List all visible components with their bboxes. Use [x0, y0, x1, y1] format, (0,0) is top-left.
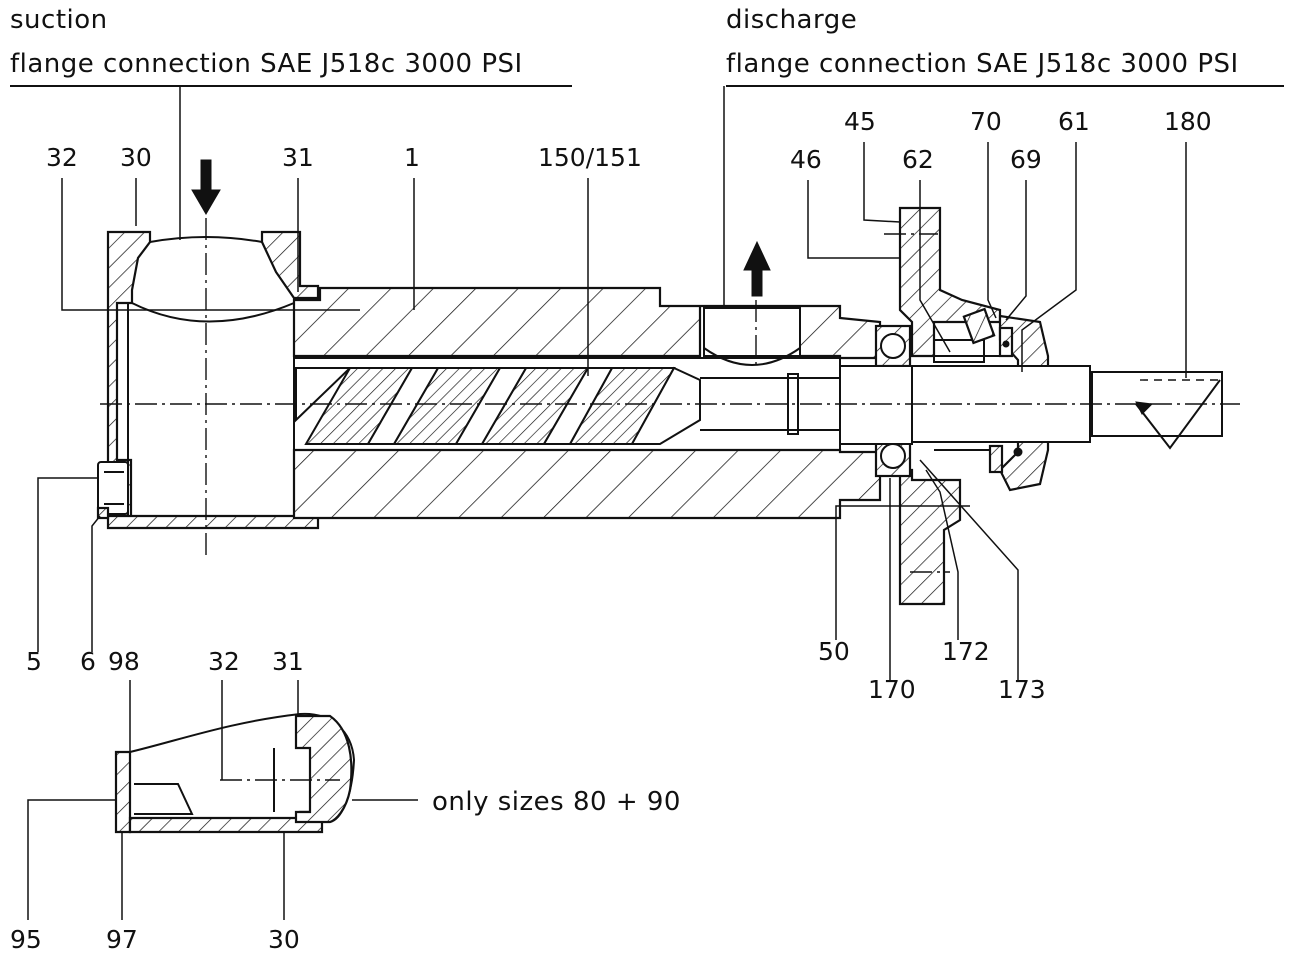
drive-shaft	[911, 365, 1223, 450]
pump-casing	[292, 286, 882, 520]
label-31: 31	[282, 143, 314, 172]
discharge-title: discharge	[726, 5, 857, 35]
shaft-seal	[933, 307, 1023, 474]
suction-arrow-icon	[191, 159, 221, 215]
label-61: 61	[1058, 107, 1090, 136]
label-1: 1	[404, 143, 420, 172]
detail-label-30: 30	[268, 925, 300, 954]
label-6: 6	[80, 647, 96, 676]
label-46: 46	[790, 145, 822, 174]
label-173: 173	[998, 675, 1046, 704]
label-30: 30	[120, 143, 152, 172]
label-5: 5	[26, 647, 42, 676]
detail-label-31: 31	[272, 647, 304, 676]
label-180: 180	[1164, 107, 1212, 136]
plug-and-seal	[96, 461, 129, 520]
flow-arrows	[191, 159, 771, 297]
label-170: 170	[868, 675, 916, 704]
leader-lines	[37, 142, 1187, 680]
label-45: 45	[844, 107, 876, 136]
label-70: 70	[970, 107, 1002, 136]
discharge-arrow-icon	[743, 240, 771, 297]
detail-note: only sizes 80 + 90	[432, 787, 681, 817]
label-32: 32	[46, 143, 78, 172]
suction-flange-spec: flange connection SAE J518c 3000 PSI	[10, 49, 523, 79]
detail-labels: 98 32 31 95 97 30 only sizes 80 + 90	[10, 647, 681, 954]
label-62: 62	[902, 145, 934, 174]
detail-view	[114, 712, 356, 834]
centerlines	[100, 218, 1240, 573]
detail-label-97: 97	[106, 925, 138, 954]
detail-leaders	[27, 680, 418, 920]
label-69: 69	[1010, 145, 1042, 174]
label-172: 172	[942, 637, 990, 666]
suction-housing	[106, 230, 320, 530]
label-50: 50	[818, 637, 850, 666]
discharge-header: discharge flange connection SAE J518c 30…	[723, 5, 1284, 310]
detail-label-32: 32	[208, 647, 240, 676]
detail-label-98: 98	[108, 647, 140, 676]
discharge-flange-spec: flange connection SAE J518c 3000 PSI	[726, 49, 1239, 79]
suction-header: suction flange connection SAE J518c 3000…	[10, 5, 572, 240]
label-150-151: 150/151	[538, 143, 642, 172]
suction-title: suction	[10, 5, 108, 35]
detail-label-95: 95	[10, 925, 42, 954]
part-labels: 32 30 31 1 150/151 46 45 62 70 69 61 180…	[26, 107, 1212, 704]
